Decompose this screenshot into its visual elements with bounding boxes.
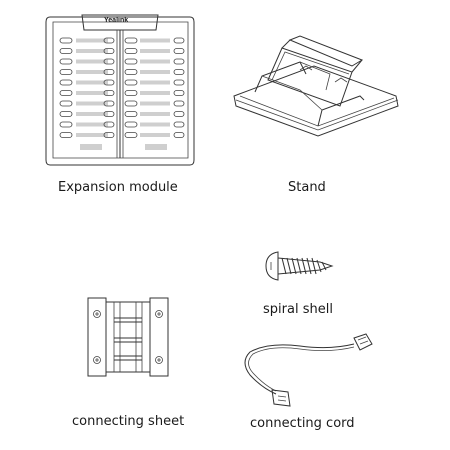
screw-thread: [306, 257, 312, 275]
screw-thread: [311, 257, 317, 275]
screw-thread: [291, 257, 297, 275]
stand-caption: Stand: [288, 180, 326, 195]
screw-thread: [316, 259, 322, 273]
screw-thread: [301, 257, 307, 275]
screw-thread: [321, 261, 327, 271]
screw-thread: [286, 257, 292, 275]
connecting-cord-caption: connecting cord: [250, 416, 355, 431]
screw-thread: [296, 257, 302, 275]
spiral-shell-caption: spiral shell: [263, 302, 333, 317]
screw-holes: [93, 310, 163, 364]
screw-thread: [281, 257, 287, 275]
expansion-module-caption: Expansion module: [58, 180, 178, 195]
connecting-sheet-caption: connecting sheet: [72, 414, 185, 429]
